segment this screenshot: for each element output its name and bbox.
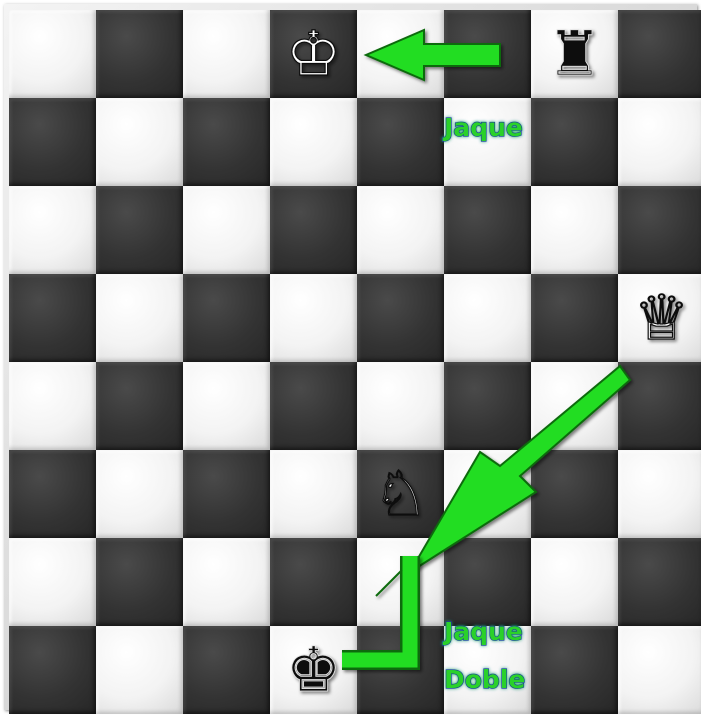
square-f7[interactable] [444, 98, 531, 186]
square-g3[interactable] [531, 450, 618, 538]
square-f2[interactable] [444, 538, 531, 626]
square-c8[interactable] [183, 10, 270, 98]
square-h7[interactable] [618, 98, 701, 186]
square-g2[interactable] [531, 538, 618, 626]
square-e3[interactable] [357, 450, 444, 538]
square-b2[interactable] [96, 538, 183, 626]
square-g1[interactable] [531, 626, 618, 714]
square-f4[interactable] [444, 362, 531, 450]
square-f3[interactable] [444, 450, 531, 538]
square-a6[interactable] [9, 186, 96, 274]
square-d1[interactable] [270, 626, 357, 714]
square-d6[interactable] [270, 186, 357, 274]
square-d4[interactable] [270, 362, 357, 450]
square-f6[interactable] [444, 186, 531, 274]
square-g5[interactable] [531, 274, 618, 362]
square-d2[interactable] [270, 538, 357, 626]
square-h8[interactable] [618, 10, 701, 98]
square-b3[interactable] [96, 450, 183, 538]
square-f8[interactable] [444, 10, 531, 98]
square-c4[interactable] [183, 362, 270, 450]
square-a4[interactable] [9, 362, 96, 450]
square-c5[interactable] [183, 274, 270, 362]
square-h4[interactable] [618, 362, 701, 450]
square-b4[interactable] [96, 362, 183, 450]
square-a1[interactable] [9, 626, 96, 714]
square-a5[interactable] [9, 274, 96, 362]
square-h3[interactable] [618, 450, 701, 538]
square-a3[interactable] [9, 450, 96, 538]
square-a8[interactable] [9, 10, 96, 98]
square-h5[interactable] [618, 274, 701, 362]
square-h1[interactable] [618, 626, 701, 714]
square-b6[interactable] [96, 186, 183, 274]
square-d5[interactable] [270, 274, 357, 362]
square-g7[interactable] [531, 98, 618, 186]
square-b5[interactable] [96, 274, 183, 362]
square-e6[interactable] [357, 186, 444, 274]
square-c3[interactable] [183, 450, 270, 538]
square-c6[interactable] [183, 186, 270, 274]
square-f5[interactable] [444, 274, 531, 362]
square-g8[interactable] [531, 10, 618, 98]
square-c1[interactable] [183, 626, 270, 714]
square-e5[interactable] [357, 274, 444, 362]
square-f1[interactable] [444, 626, 531, 714]
square-h2[interactable] [618, 538, 701, 626]
square-b8[interactable] [96, 10, 183, 98]
square-b1[interactable] [96, 626, 183, 714]
square-e8[interactable] [357, 10, 444, 98]
square-e1[interactable] [357, 626, 444, 714]
square-a2[interactable] [9, 538, 96, 626]
square-e2[interactable] [357, 538, 444, 626]
square-h6[interactable] [618, 186, 701, 274]
square-g4[interactable] [531, 362, 618, 450]
square-c7[interactable] [183, 98, 270, 186]
square-b7[interactable] [96, 98, 183, 186]
chess-board [9, 10, 701, 714]
square-d8[interactable] [270, 10, 357, 98]
square-e4[interactable] [357, 362, 444, 450]
square-a7[interactable] [9, 98, 96, 186]
square-d7[interactable] [270, 98, 357, 186]
square-e7[interactable] [357, 98, 444, 186]
square-g6[interactable] [531, 186, 618, 274]
square-c2[interactable] [183, 538, 270, 626]
square-d3[interactable] [270, 450, 357, 538]
